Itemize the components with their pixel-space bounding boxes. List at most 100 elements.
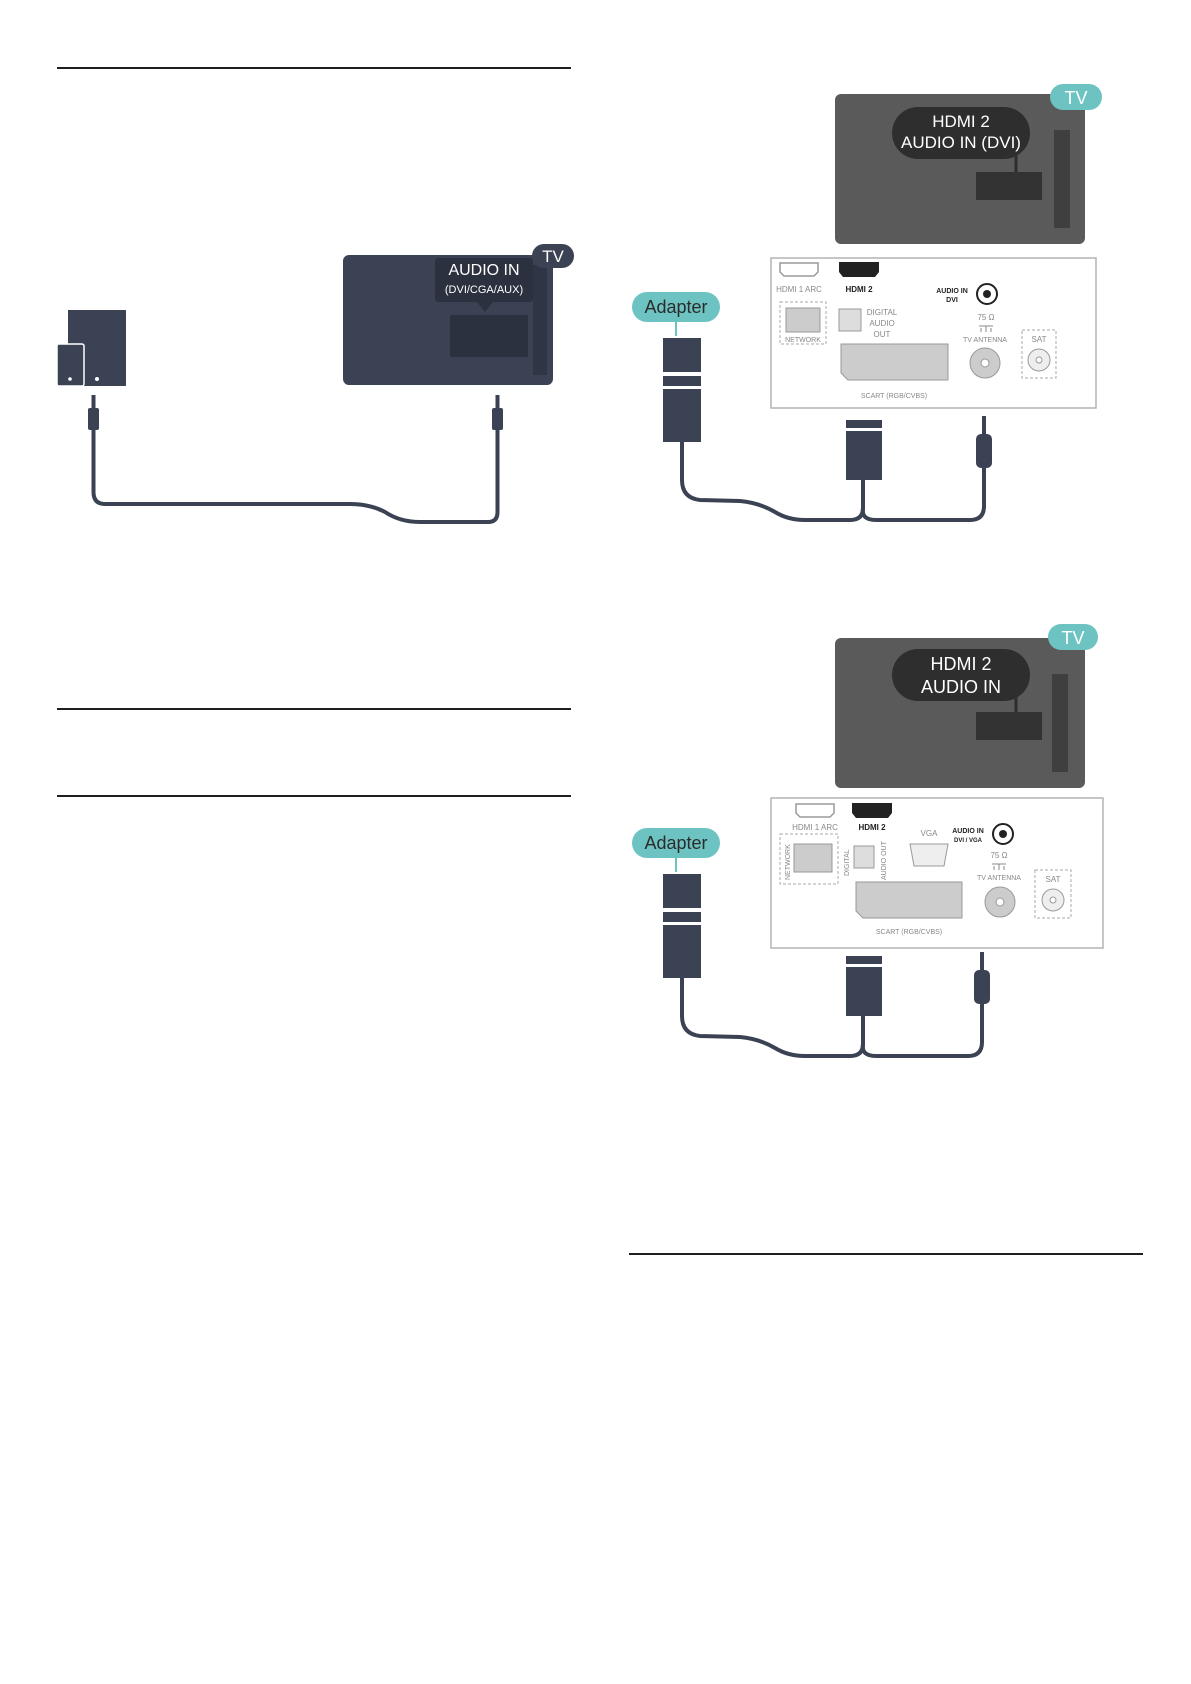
adapter-badge-label: Adapter — [644, 297, 707, 317]
adapter-badge-label: Adapter — [644, 833, 707, 853]
sat-port-center — [1049, 896, 1057, 904]
sat-label: SAT — [1046, 875, 1061, 884]
digital-label: DIGITAL — [844, 849, 851, 876]
tv-antenna-label: TV ANTENNA — [963, 337, 1007, 344]
network-port-frame — [779, 301, 827, 345]
tv-badge-label: TV — [1061, 628, 1084, 648]
audio-in-label-pointer — [477, 302, 493, 312]
audio-in-label-box — [435, 258, 533, 302]
tv-port-slot — [976, 172, 1042, 200]
vga-label: VGA — [921, 829, 939, 838]
figure-hdmi2-vga: HDMI 2 AUDIO IN TV HDMI 1 ARC HDMI 2 NET… — [630, 620, 1130, 1080]
dvi-to-hdmi-cable — [680, 442, 865, 522]
dvi-adapter-stripe — [663, 386, 701, 389]
callout-line1: HDMI 2 — [932, 112, 990, 131]
dvi-adapter-head — [663, 338, 701, 348]
digital-label-line1: DIGITAL — [867, 308, 898, 317]
antenna-symbol — [979, 325, 993, 332]
figure-hdmi2-dvi: HDMI 2 AUDIO IN (DVI) TV HDMI 1 ARC HDMI… — [630, 80, 1130, 540]
sat-port-center — [1035, 356, 1043, 364]
device-jack-plug — [88, 408, 99, 430]
audio-cable — [91, 430, 500, 524]
scart-port-icon — [840, 343, 949, 381]
digital-audio-out-icon — [838, 308, 862, 332]
vga-to-hdmi-cable — [680, 978, 865, 1058]
vga-adapter-body — [663, 912, 701, 978]
vga-adapter-grip — [663, 884, 701, 908]
audio-cable — [860, 468, 986, 522]
hdmi2-callout — [892, 649, 1030, 701]
digital-label-line2: AUDIO — [869, 319, 894, 328]
digital-label-line3: OUT — [874, 330, 891, 339]
section-rule-top-left — [57, 67, 571, 69]
network-port-icon — [785, 307, 821, 333]
tv-antenna-port-center — [980, 358, 990, 368]
audio-in-label-line2: DVI / VGA — [954, 838, 983, 844]
hdmi2-port-icon — [839, 262, 879, 277]
tv-badge — [532, 244, 574, 268]
scart-label: SCART (RGB/CVBS) — [876, 929, 942, 936]
audio-in-jack-hole — [983, 290, 991, 298]
tv-panel-rim — [1054, 130, 1070, 228]
scart-port-icon — [855, 881, 963, 919]
tv-badge — [1050, 84, 1102, 110]
audio-jack-plug — [976, 434, 992, 468]
network-port-frame — [779, 833, 839, 885]
callout-line2: AUDIO IN — [921, 677, 1001, 697]
dvi-adapter-body — [663, 376, 701, 442]
section-rule-middle-left — [57, 708, 571, 710]
audio-in-label-line1: AUDIO IN — [952, 828, 984, 835]
audio-in-label-line2: DVI — [946, 297, 958, 304]
audio-out-label: AUDIO OUT — [881, 840, 888, 880]
tv-antenna-port-center — [995, 897, 1005, 907]
figure-audio-in-aux: AUDIO IN (DVI/CGA/AUX) TV — [50, 240, 580, 530]
callout-line1: HDMI 2 — [930, 654, 991, 674]
hdmi1-label: HDMI 1 ARC — [776, 285, 822, 294]
vga-adapter-head — [663, 874, 701, 884]
sat-port-frame — [1034, 869, 1072, 919]
hdmi1-port-icon — [779, 262, 819, 277]
phone-icon — [56, 343, 85, 387]
tv-port-slot — [450, 315, 528, 357]
tv-badge — [1048, 624, 1098, 650]
section-rule-lower-left — [57, 795, 571, 797]
section-rule-bottom-right — [629, 1253, 1143, 1255]
scart-label: SCART (RGB/CVBS) — [861, 393, 927, 400]
phone-home-dot — [68, 377, 72, 381]
tablet-home-dot — [95, 377, 99, 381]
audio-in-label-line1: AUDIO IN — [936, 288, 968, 295]
connector-panel — [770, 797, 1104, 949]
hdmi2-label: HDMI 2 — [858, 823, 886, 832]
audio-in-label-line1: AUDIO IN — [448, 262, 519, 279]
network-label: NETWORK — [785, 337, 821, 344]
sat-port-frame — [1021, 329, 1057, 379]
tv-panel-rim — [1052, 674, 1068, 772]
tv-badge-label: TV — [542, 247, 564, 266]
network-label: NETWORK — [785, 844, 792, 880]
hdmi-plug-stripe — [846, 964, 882, 967]
audio-cable — [860, 1004, 984, 1058]
hdmi1-label: HDMI 1 ARC — [792, 823, 838, 832]
audio-jack-tip — [980, 952, 984, 970]
sat-label: SAT — [1032, 335, 1047, 344]
ohm-label: 75 Ω — [977, 313, 994, 322]
audio-jack-tip — [982, 416, 986, 434]
tv-port-slot — [976, 712, 1042, 740]
hdmi2-label: HDMI 2 — [845, 285, 873, 294]
hdmi2-port-icon — [852, 803, 892, 818]
callout-line2: AUDIO IN (DVI) — [901, 133, 1021, 152]
adapter-badge — [632, 292, 720, 322]
tv-antenna-label: TV ANTENNA — [977, 875, 1021, 882]
network-port-icon — [793, 843, 833, 873]
audio-jack-plug — [974, 970, 990, 1004]
tv-jack-tip — [495, 395, 500, 408]
dvi-adapter-grip — [663, 348, 701, 372]
digital-audio-out-icon — [853, 845, 875, 869]
hdmi1-port-icon — [795, 803, 835, 818]
antenna-symbol — [992, 863, 1006, 870]
connector-panel — [770, 257, 1097, 409]
ohm-label: 75 Ω — [990, 851, 1007, 860]
adapter-badge — [632, 828, 720, 858]
hdmi2-callout — [892, 107, 1030, 159]
audio-in-label-line2: (DVI/CGA/AUX) — [445, 284, 523, 296]
